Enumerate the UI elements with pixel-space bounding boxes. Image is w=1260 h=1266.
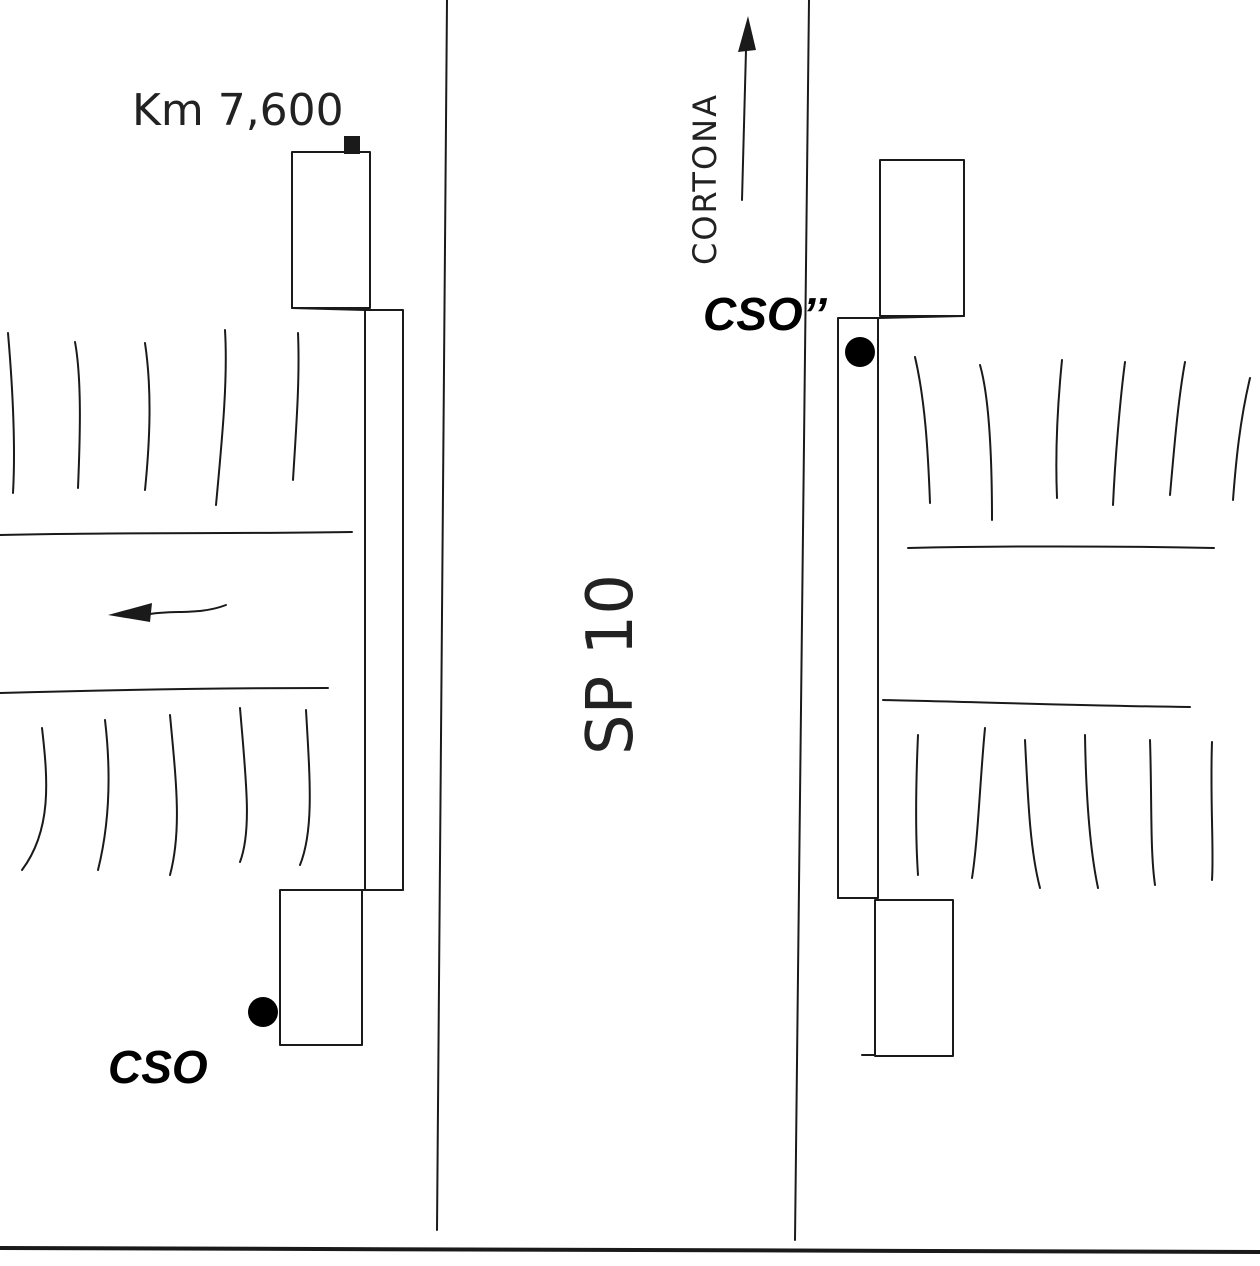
- right-lane-line-bottom: [882, 699, 1191, 708]
- left-stall-bottom: [169, 714, 178, 876]
- left-stall-top: [292, 332, 300, 481]
- right-stall-top: [1232, 377, 1251, 501]
- right-stall-bottom: [1084, 734, 1099, 889]
- left-lanes: [0, 329, 353, 876]
- left-top-block: [291, 151, 371, 309]
- left-stall-top: [215, 329, 227, 506]
- left-long-strip: [364, 309, 404, 891]
- left-stall-top: [144, 342, 151, 491]
- left-lane-line-top: [0, 531, 353, 536]
- cso-left-label: CSO: [108, 1041, 208, 1093]
- cso-right-label: CSO’’: [703, 288, 828, 340]
- left-bottom-block: [279, 889, 363, 1046]
- right-stall-bottom: [915, 734, 919, 876]
- left-stall-bottom: [97, 719, 110, 871]
- right-stall-bottom: [1149, 739, 1156, 886]
- road-edge-right: [794, 0, 810, 1241]
- left-arrow-icon: [108, 603, 227, 622]
- right-lane-line-top: [907, 545, 1215, 549]
- right-stall-bottom: [971, 727, 986, 879]
- left-layby: [279, 136, 404, 1046]
- km-label: Km 7,600: [132, 85, 344, 136]
- left-stall-bottom: [239, 707, 248, 863]
- left-lane-line-bottom: [0, 687, 329, 694]
- right-stall-top: [1112, 361, 1126, 506]
- km-post-marker: [344, 136, 360, 154]
- road-label: SP 10: [574, 574, 648, 755]
- right-stall-bottom: [1024, 739, 1041, 889]
- right-stall-top: [979, 364, 993, 521]
- right-stall-top: [1169, 361, 1186, 496]
- left-stall-bottom: [299, 709, 311, 866]
- cso-right-dot: [845, 337, 875, 367]
- road-edge-left: [436, 0, 448, 1231]
- right-stall-top: [1055, 359, 1063, 499]
- right-long-strip: [837, 317, 879, 899]
- right-connector-top: [877, 315, 965, 319]
- left-stall-top: [7, 332, 16, 494]
- right-layby: [837, 159, 965, 1057]
- left-stall-bottom: [21, 727, 48, 871]
- right-stall-top: [914, 356, 931, 504]
- up-arrow-icon: [738, 16, 756, 201]
- cso-left-dot: [248, 997, 278, 1027]
- right-top-block: [879, 159, 965, 317]
- direction-label: CORTONA: [686, 93, 724, 265]
- right-lanes: [882, 356, 1251, 889]
- right-bottom-block: [874, 899, 954, 1057]
- left-stall-top: [74, 341, 81, 489]
- left-connector-top: [291, 307, 366, 311]
- right-stall-bottom: [1210, 741, 1214, 881]
- bottom-border-line: [0, 1246, 1260, 1254]
